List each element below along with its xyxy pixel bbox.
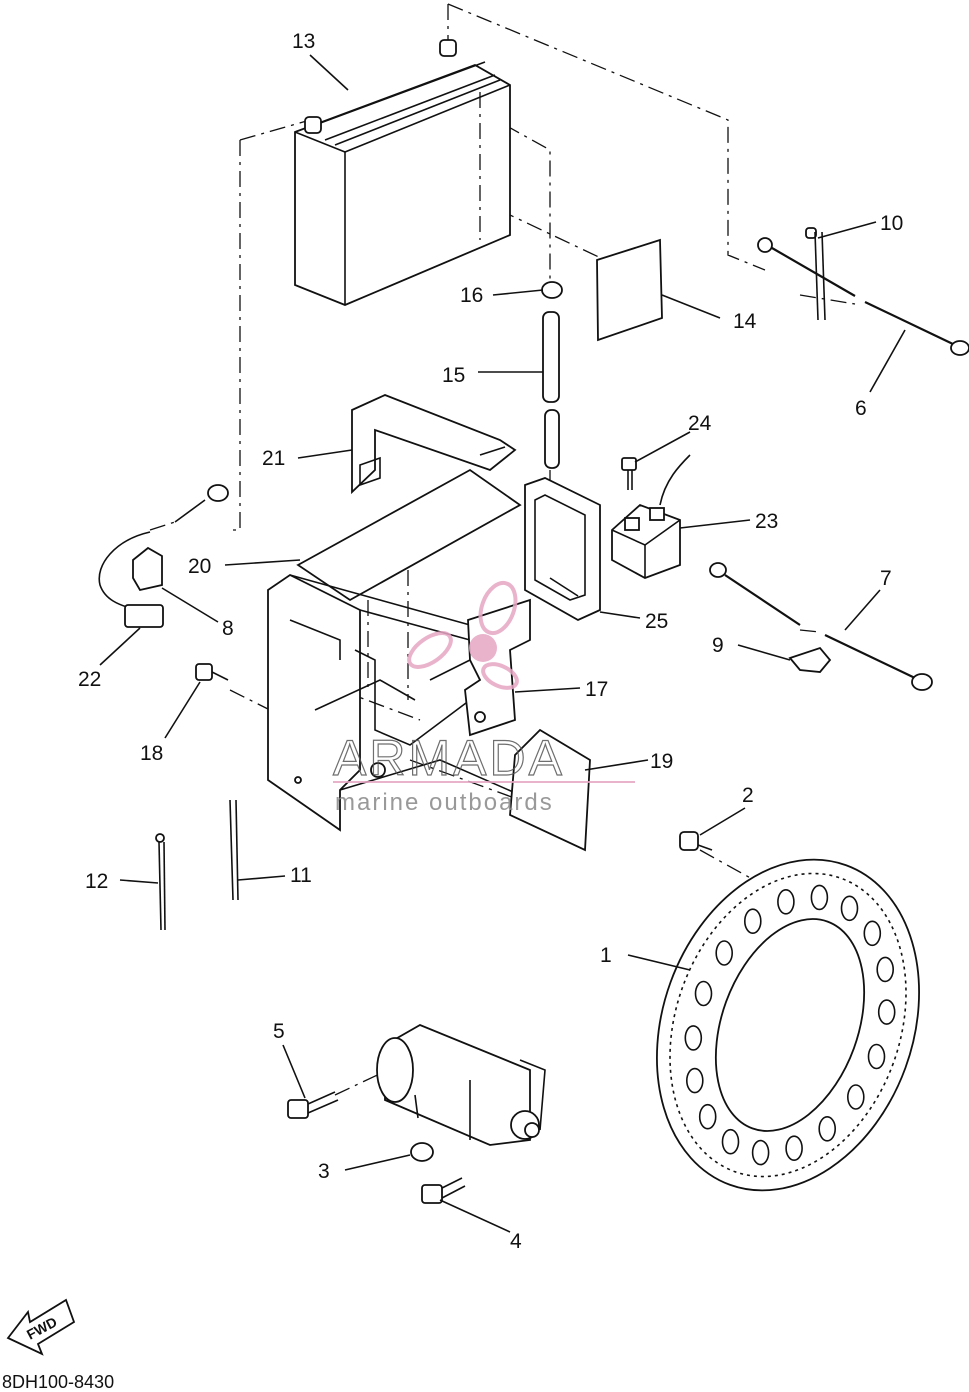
watermark: ARMADA marine outboards bbox=[332, 580, 635, 816]
callout-4: 4 bbox=[510, 1230, 522, 1253]
lead-wire-22 bbox=[98, 484, 229, 628]
battery-13 bbox=[294, 39, 511, 306]
gear-hole bbox=[876, 956, 895, 983]
gear-hole bbox=[818, 1116, 837, 1142]
callout-17: 17 bbox=[585, 678, 608, 701]
callout-22: 22 bbox=[78, 668, 101, 691]
gear-hole bbox=[743, 908, 762, 935]
callout-11: 11 bbox=[290, 864, 312, 887]
starter-cable-7 bbox=[709, 562, 933, 691]
callout-18: 18 bbox=[140, 742, 163, 765]
callout-8: 8 bbox=[222, 617, 234, 640]
battery-band-21 bbox=[351, 394, 517, 495]
leader-lines bbox=[99, 54, 906, 1233]
callout-20: 20 bbox=[188, 555, 211, 578]
armada-logo-icon bbox=[407, 580, 519, 690]
breather-hose-15 bbox=[542, 311, 560, 469]
cable-tie-11 bbox=[229, 799, 239, 901]
callout-13: 13 bbox=[292, 30, 315, 53]
gear-hole bbox=[698, 1103, 717, 1130]
bolt-18 bbox=[195, 663, 229, 681]
callout-23: 23 bbox=[755, 510, 778, 533]
holder-25 bbox=[524, 477, 601, 622]
callout-6: 6 bbox=[855, 397, 867, 420]
callout-2: 2 bbox=[742, 784, 754, 807]
gear-hole bbox=[694, 980, 713, 1007]
battery-pad-14 bbox=[596, 238, 663, 342]
gear-hole bbox=[684, 1025, 703, 1051]
callout-24: 24 bbox=[688, 412, 712, 435]
gear-hole bbox=[715, 940, 734, 966]
callout-14: 14 bbox=[733, 310, 757, 333]
cable-tie-10 bbox=[805, 227, 826, 321]
clamp-9 bbox=[788, 646, 832, 673]
gear-hole bbox=[721, 1128, 740, 1155]
callout-labels: 13 10 16 14 6 15 24 21 23 20 7 8 25 9 22… bbox=[78, 30, 903, 1253]
ring-gear-1 bbox=[656, 858, 920, 1192]
callout-7: 7 bbox=[880, 567, 892, 590]
starter-relay-23 bbox=[611, 454, 691, 579]
gear-hole bbox=[846, 1084, 865, 1110]
callout-21: 21 bbox=[262, 447, 285, 470]
bolt-5 bbox=[287, 1091, 339, 1119]
callout-25: 25 bbox=[645, 610, 668, 633]
callout-12: 12 bbox=[85, 870, 108, 893]
battery-cable-6 bbox=[757, 237, 969, 356]
callout-10: 10 bbox=[880, 212, 903, 235]
bolt-24 bbox=[621, 457, 637, 490]
cover-19 bbox=[509, 728, 591, 852]
callout-16: 16 bbox=[460, 284, 483, 307]
gear-hole bbox=[867, 1043, 886, 1070]
battery-pad-20 bbox=[296, 468, 522, 602]
holder-8 bbox=[132, 546, 163, 592]
cable-tie-12 bbox=[155, 833, 166, 931]
callout-5: 5 bbox=[273, 1020, 285, 1043]
nut-3 bbox=[410, 1142, 434, 1162]
callout-19: 19 bbox=[650, 750, 673, 773]
fwd-arrow-icon: FWD bbox=[6, 1298, 76, 1356]
callout-3: 3 bbox=[318, 1160, 330, 1183]
gear-hole bbox=[877, 999, 896, 1025]
gear-hole bbox=[863, 920, 882, 947]
callout-9: 9 bbox=[712, 634, 724, 657]
bolt-4 bbox=[421, 1177, 466, 1204]
watermark-tagline: marine outboards bbox=[335, 789, 554, 816]
diagram-code: 8DH100-8430 bbox=[2, 1372, 114, 1392]
battery-box bbox=[267, 573, 521, 832]
starter-motor bbox=[376, 1024, 546, 1146]
gear-hole bbox=[810, 884, 829, 911]
cap-16 bbox=[541, 281, 563, 299]
bolt-2 bbox=[679, 831, 713, 851]
callout-1: 1 bbox=[600, 944, 612, 967]
gear-hole bbox=[840, 895, 859, 922]
watermark-brand: ARMADA bbox=[333, 730, 565, 786]
callout-15: 15 bbox=[442, 364, 465, 387]
gear-hole bbox=[785, 1135, 803, 1161]
bracket-17 bbox=[464, 598, 531, 737]
gear-hole bbox=[751, 1139, 770, 1166]
gear-hole bbox=[685, 1067, 704, 1094]
gear-hole bbox=[777, 888, 795, 915]
